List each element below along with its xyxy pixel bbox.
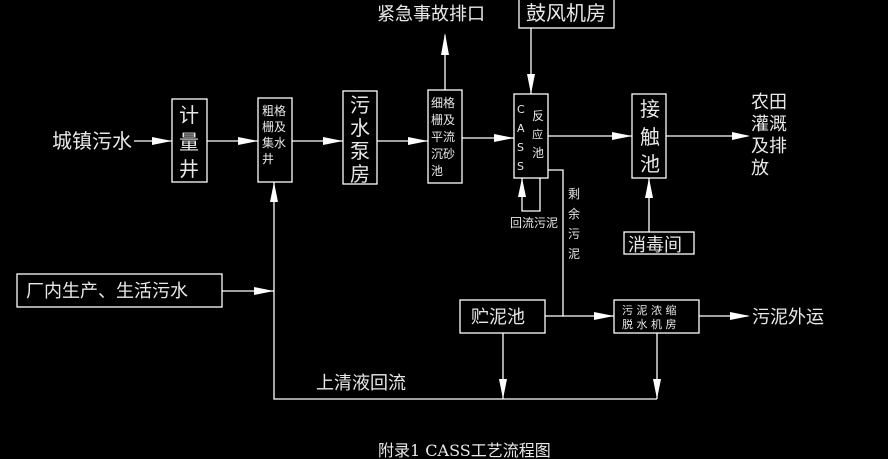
arrow-right-icon: [594, 312, 614, 320]
coarse-screen-box: 粗格 栅及 集水 井: [257, 97, 293, 183]
emergency-outlet-label: 紧急事故排口: [377, 4, 485, 25]
arrowheads: [152, 33, 750, 399]
svg-text:S: S: [517, 141, 524, 154]
svg-text:沉砂: 沉砂: [431, 147, 455, 161]
arrow-right-icon: [730, 312, 750, 320]
svg-text:贮泥池: 贮泥池: [471, 307, 525, 328]
urban-sewage-label: 城镇污水: [52, 129, 132, 153]
svg-text:水: 水: [350, 116, 370, 140]
arrow-right-icon: [732, 132, 750, 140]
return-sludge-label: 回流污泥: [510, 216, 558, 230]
svg-text:集水: 集水: [262, 135, 286, 150]
svg-text:接: 接: [640, 97, 660, 121]
pump-house-box: 污 水 泵 房: [342, 90, 378, 186]
svg-text:脱 水 机 房: 脱 水 机 房: [622, 317, 677, 331]
plant-sewage-box: 厂内生产、生活污水: [16, 273, 223, 308]
line-supernatant-return: [273, 182, 657, 400]
arrow-right-icon: [238, 137, 258, 145]
svg-text:井: 井: [262, 152, 274, 166]
svg-text:污: 污: [350, 93, 370, 117]
blower-room-box: 鼓风机房: [518, 0, 615, 29]
figure-caption: 附录1 CASS工艺流程图: [378, 441, 551, 459]
svg-text:放: 放: [751, 158, 769, 179]
disinfection-room-box: 消毒间: [623, 231, 695, 256]
svg-text:S: S: [517, 160, 524, 173]
svg-text:厂内生产、生活污水: 厂内生产、生活污水: [26, 281, 188, 302]
svg-text:应: 应: [532, 127, 543, 141]
arrow-down-icon: [653, 379, 661, 399]
svg-text:消毒间: 消毒间: [628, 235, 682, 256]
contact-tank-box: 接 触 池: [631, 93, 667, 179]
svg-text:触: 触: [640, 125, 660, 149]
svg-text:泵: 泵: [350, 139, 370, 163]
arrow-up-icon: [645, 178, 653, 198]
arrow-right-icon: [494, 134, 514, 142]
svg-text:污 泥 浓 缩: 污 泥 浓 缩: [622, 304, 677, 317]
farmland-irrigation-label: 农田 灌溉 及排 放: [751, 92, 787, 179]
svg-text:井: 井: [179, 157, 199, 181]
svg-text:计: 计: [179, 103, 199, 127]
svg-text:栅及: 栅及: [262, 119, 286, 134]
arrow-up-icon: [518, 178, 526, 197]
svg-text:量: 量: [179, 130, 199, 154]
svg-text:池: 池: [532, 146, 544, 160]
svg-text:池: 池: [640, 152, 660, 176]
cass-reactor-box: C A S S 反 应 池: [513, 93, 549, 179]
svg-text:粗格: 粗格: [262, 103, 286, 118]
sludge-transport-label: 污泥外运: [752, 307, 824, 328]
sludge-dewatering-room-box: 污 泥 浓 缩 脱 水 机 房: [613, 299, 700, 334]
line-excess-sludge: [548, 169, 614, 317]
arrow-right-icon: [152, 137, 172, 145]
fine-screen-grit-chamber-box: 细格 栅及 平流 沉砂 池: [427, 89, 463, 184]
arrow-down-icon: [527, 74, 535, 94]
sludge-tank-box: 贮泥池: [459, 299, 546, 334]
svg-text:农田: 农田: [751, 92, 787, 113]
svg-text:池: 池: [431, 164, 443, 178]
svg-text:泥: 泥: [568, 247, 580, 261]
arrow-right-icon: [323, 137, 343, 145]
svg-text:及排: 及排: [751, 136, 787, 157]
svg-text:余: 余: [568, 206, 580, 221]
svg-text:房: 房: [350, 162, 370, 186]
arrow-right-icon: [408, 137, 428, 145]
arrow-down-icon: [499, 379, 507, 399]
svg-text:A: A: [517, 122, 525, 135]
svg-text:鼓风机房: 鼓风机房: [526, 1, 606, 25]
svg-text:细格: 细格: [431, 95, 455, 110]
arrow-up-icon: [270, 182, 278, 202]
svg-text:C: C: [517, 103, 525, 116]
arrow-right-icon: [612, 132, 632, 140]
supernatant-return-label: 上清液回流: [316, 373, 406, 394]
excess-sludge-label: 剩 余 污 泥: [568, 187, 580, 261]
svg-text:平流: 平流: [431, 130, 455, 144]
connectors: [134, 28, 748, 400]
svg-text:剩: 剩: [568, 187, 580, 201]
svg-text:灌溉: 灌溉: [751, 114, 787, 135]
arrow-right-icon: [254, 287, 274, 295]
svg-text:污: 污: [568, 227, 580, 241]
metering-well-box: 计 量 井: [171, 98, 208, 183]
arrow-up-icon: [441, 33, 449, 55]
svg-text:栅及: 栅及: [431, 112, 455, 127]
svg-text:反: 反: [532, 109, 544, 123]
